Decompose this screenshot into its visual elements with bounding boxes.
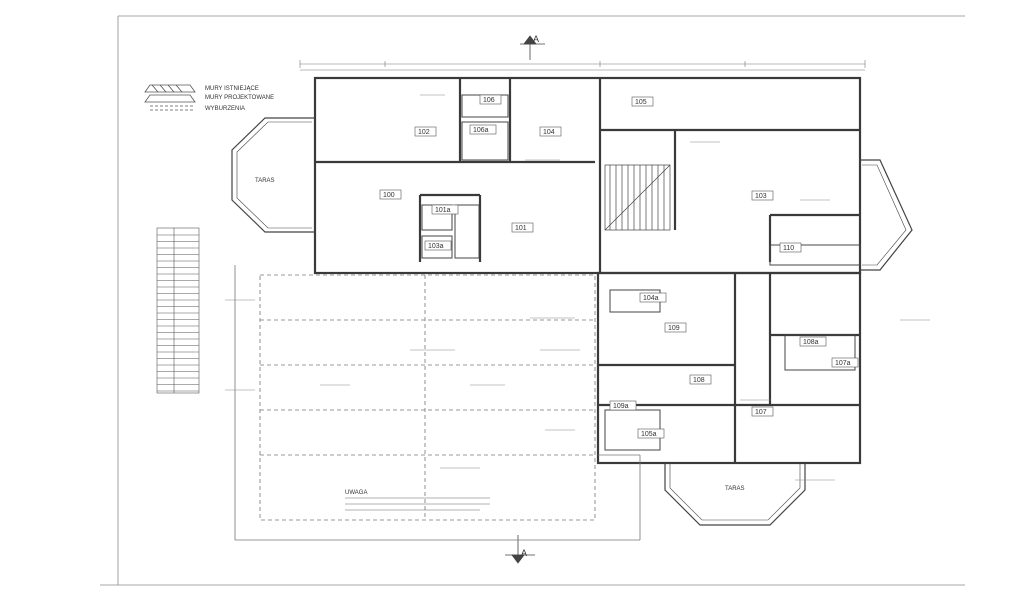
room-tag-109: 109 — [664, 322, 687, 333]
bottom-note-title: UWAGA — [345, 490, 367, 496]
top-dimension-line — [299, 60, 866, 71]
room-number-105: 105 — [635, 99, 647, 106]
terrace-bottom — [664, 463, 806, 526]
room-number-107: 107 — [755, 409, 767, 416]
room-number-103a: 103a — [428, 243, 444, 250]
section-label-top: A — [533, 34, 539, 44]
room-tag-104a: 104a — [639, 292, 667, 303]
room-tag-109a: 109a — [609, 400, 637, 411]
bottom-note — [345, 497, 490, 511]
annotation-strokes — [225, 94, 930, 481]
room-number-109: 109 — [668, 325, 680, 332]
room-tag-101: 101 — [511, 222, 534, 233]
legend-hatch-swatch — [144, 84, 196, 111]
room-tag-108a: 108a — [799, 336, 827, 347]
room-tag-101a: 101a — [431, 204, 459, 215]
room-number-102: 102 — [418, 129, 430, 136]
room-number-100: 100 — [383, 192, 395, 199]
room-number-103: 103 — [755, 193, 767, 200]
room-tag-110: 110 — [779, 242, 802, 253]
room-number-106a: 106a — [473, 127, 489, 134]
section-label-bottom: A — [521, 548, 527, 558]
room-number-108: 108 — [693, 377, 705, 384]
bay-right — [860, 159, 913, 271]
room-number-107a: 107a — [835, 360, 851, 367]
room-number-109a: 109a — [613, 403, 629, 410]
room-number-106: 106 — [483, 97, 495, 104]
room-tags: 101 102 103 104 105 106 107 108 109 100 110 106a 101… — [379, 94, 859, 439]
room-tag-107: 107 — [751, 406, 774, 417]
sheet-border — [100, 15, 965, 586]
room-tag-102: 102 — [414, 126, 437, 137]
room-number-110: 110 — [783, 245, 794, 252]
room-tag-100: 100 — [379, 189, 402, 200]
room-tag-108: 108 — [689, 374, 712, 385]
room-tag-104: 104 — [539, 126, 562, 137]
legend-label-existing: MURY ISTNIEJĄCE — [205, 86, 259, 92]
room-number-101: 101 — [515, 225, 527, 232]
legend-label-demolition: WYBURZENIA — [205, 106, 245, 112]
room-tag-107a: 107a — [831, 357, 859, 368]
section-mark-bottom — [505, 535, 535, 564]
hall-dashed-area — [234, 265, 641, 541]
legend: MURY ISTNIEJĄCE MURY PROJEKTOWANE WYBURZ… — [144, 84, 274, 112]
building-walls — [313, 76, 862, 465]
room-number-104: 104 — [543, 129, 555, 136]
room-tag-103: 103 — [751, 190, 774, 201]
terrace-bottom-label: TARAS — [725, 486, 745, 492]
staircase — [604, 164, 671, 231]
room-number-101a: 101a — [435, 207, 451, 214]
room-tag-105: 105 — [631, 96, 654, 107]
room-number-105a: 105a — [641, 431, 657, 438]
room-tag-105a: 105a — [637, 428, 665, 439]
room-number-104a: 104a — [643, 295, 659, 302]
room-schedule-table — [156, 227, 200, 394]
section-mark-top — [520, 35, 545, 60]
room-tag-106: 106 — [479, 94, 502, 105]
terrace-left — [231, 117, 315, 233]
room-number-108a: 108a — [803, 339, 819, 346]
room-tag-106a: 106a — [469, 124, 497, 135]
legend-label-projected: MURY PROJEKTOWANE — [205, 95, 274, 101]
terrace-left-label: TARAS — [255, 178, 275, 184]
room-tag-103a: 103a — [424, 240, 452, 251]
